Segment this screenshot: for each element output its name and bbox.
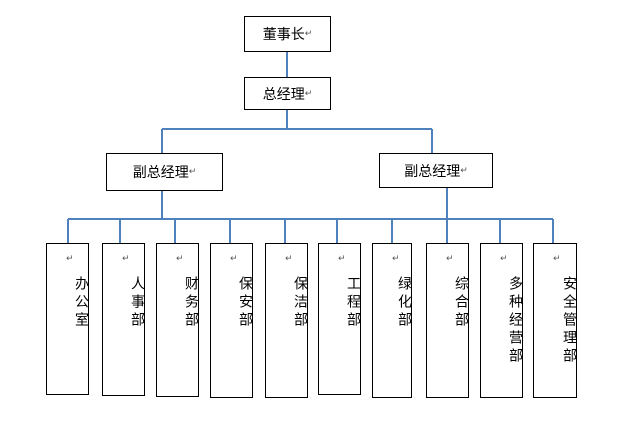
node-dept-safety: ↵ 安全管理部: [533, 243, 577, 398]
paragraph-mark-icon: ↵: [304, 29, 313, 39]
node-dept-general: ↵ 综合部: [426, 243, 469, 398]
dept-label: 多种经营部: [507, 276, 523, 366]
node-deputy-left-label: 副总经理: [132, 165, 189, 181]
paragraph-mark-icon: ↵: [500, 254, 508, 264]
paragraph-mark-icon: ↵: [122, 254, 130, 264]
node-dept-hr: ↵ 人事部: [102, 243, 145, 396]
node-dept-cleaning: ↵ 保洁部: [265, 243, 308, 398]
dept-label: 人事部: [129, 276, 145, 330]
paragraph-mark-icon: ↵: [230, 254, 238, 264]
paragraph-mark-icon: ↵: [392, 254, 400, 264]
paragraph-mark-icon: ↵: [304, 88, 313, 99]
dept-label: 安全管理部: [561, 276, 577, 366]
paragraph-mark-icon: ↵: [460, 165, 468, 176]
node-dept-diversified: ↵ 多种经营部: [480, 243, 523, 398]
paragraph-mark-icon: ↵: [338, 254, 346, 264]
node-gm-label: 总经理: [262, 86, 305, 103]
paragraph-mark-icon: ↵: [285, 254, 293, 264]
node-dept-finance: ↵ 财务部: [156, 243, 199, 397]
node-deputy-left: 副总经理↵: [106, 153, 223, 191]
dept-label: 工程部: [345, 276, 361, 330]
paragraph-mark-icon: ↵: [176, 254, 184, 264]
node-dept-greening: ↵ 绿化部: [372, 243, 412, 398]
node-dept-engineering: ↵ 工程部: [318, 243, 361, 395]
paragraph-mark-icon: ↵: [66, 254, 74, 264]
dept-label: 财务部: [183, 276, 199, 330]
node-dept-office: ↵ 办公室: [46, 243, 89, 395]
node-deputy-right-label: 副总经理: [404, 163, 461, 180]
node-gm: 总经理↵: [244, 77, 331, 110]
dept-label: 绿化部: [396, 276, 412, 330]
dept-label: 保洁部: [292, 276, 308, 330]
dept-label: 保安部: [237, 276, 253, 330]
node-deputy-right: 副总经理↵: [379, 153, 493, 188]
paragraph-mark-icon: ↵: [188, 167, 197, 177]
node-chairman-label: 董事长: [262, 27, 305, 43]
node-chairman: 董事长↵: [244, 16, 331, 52]
dept-label: 综合部: [453, 276, 469, 330]
paragraph-mark-icon: ↵: [446, 254, 454, 264]
paragraph-mark-icon: ↵: [553, 254, 561, 264]
dept-label: 办公室: [73, 276, 89, 330]
node-dept-security: ↵ 保安部: [210, 243, 253, 398]
